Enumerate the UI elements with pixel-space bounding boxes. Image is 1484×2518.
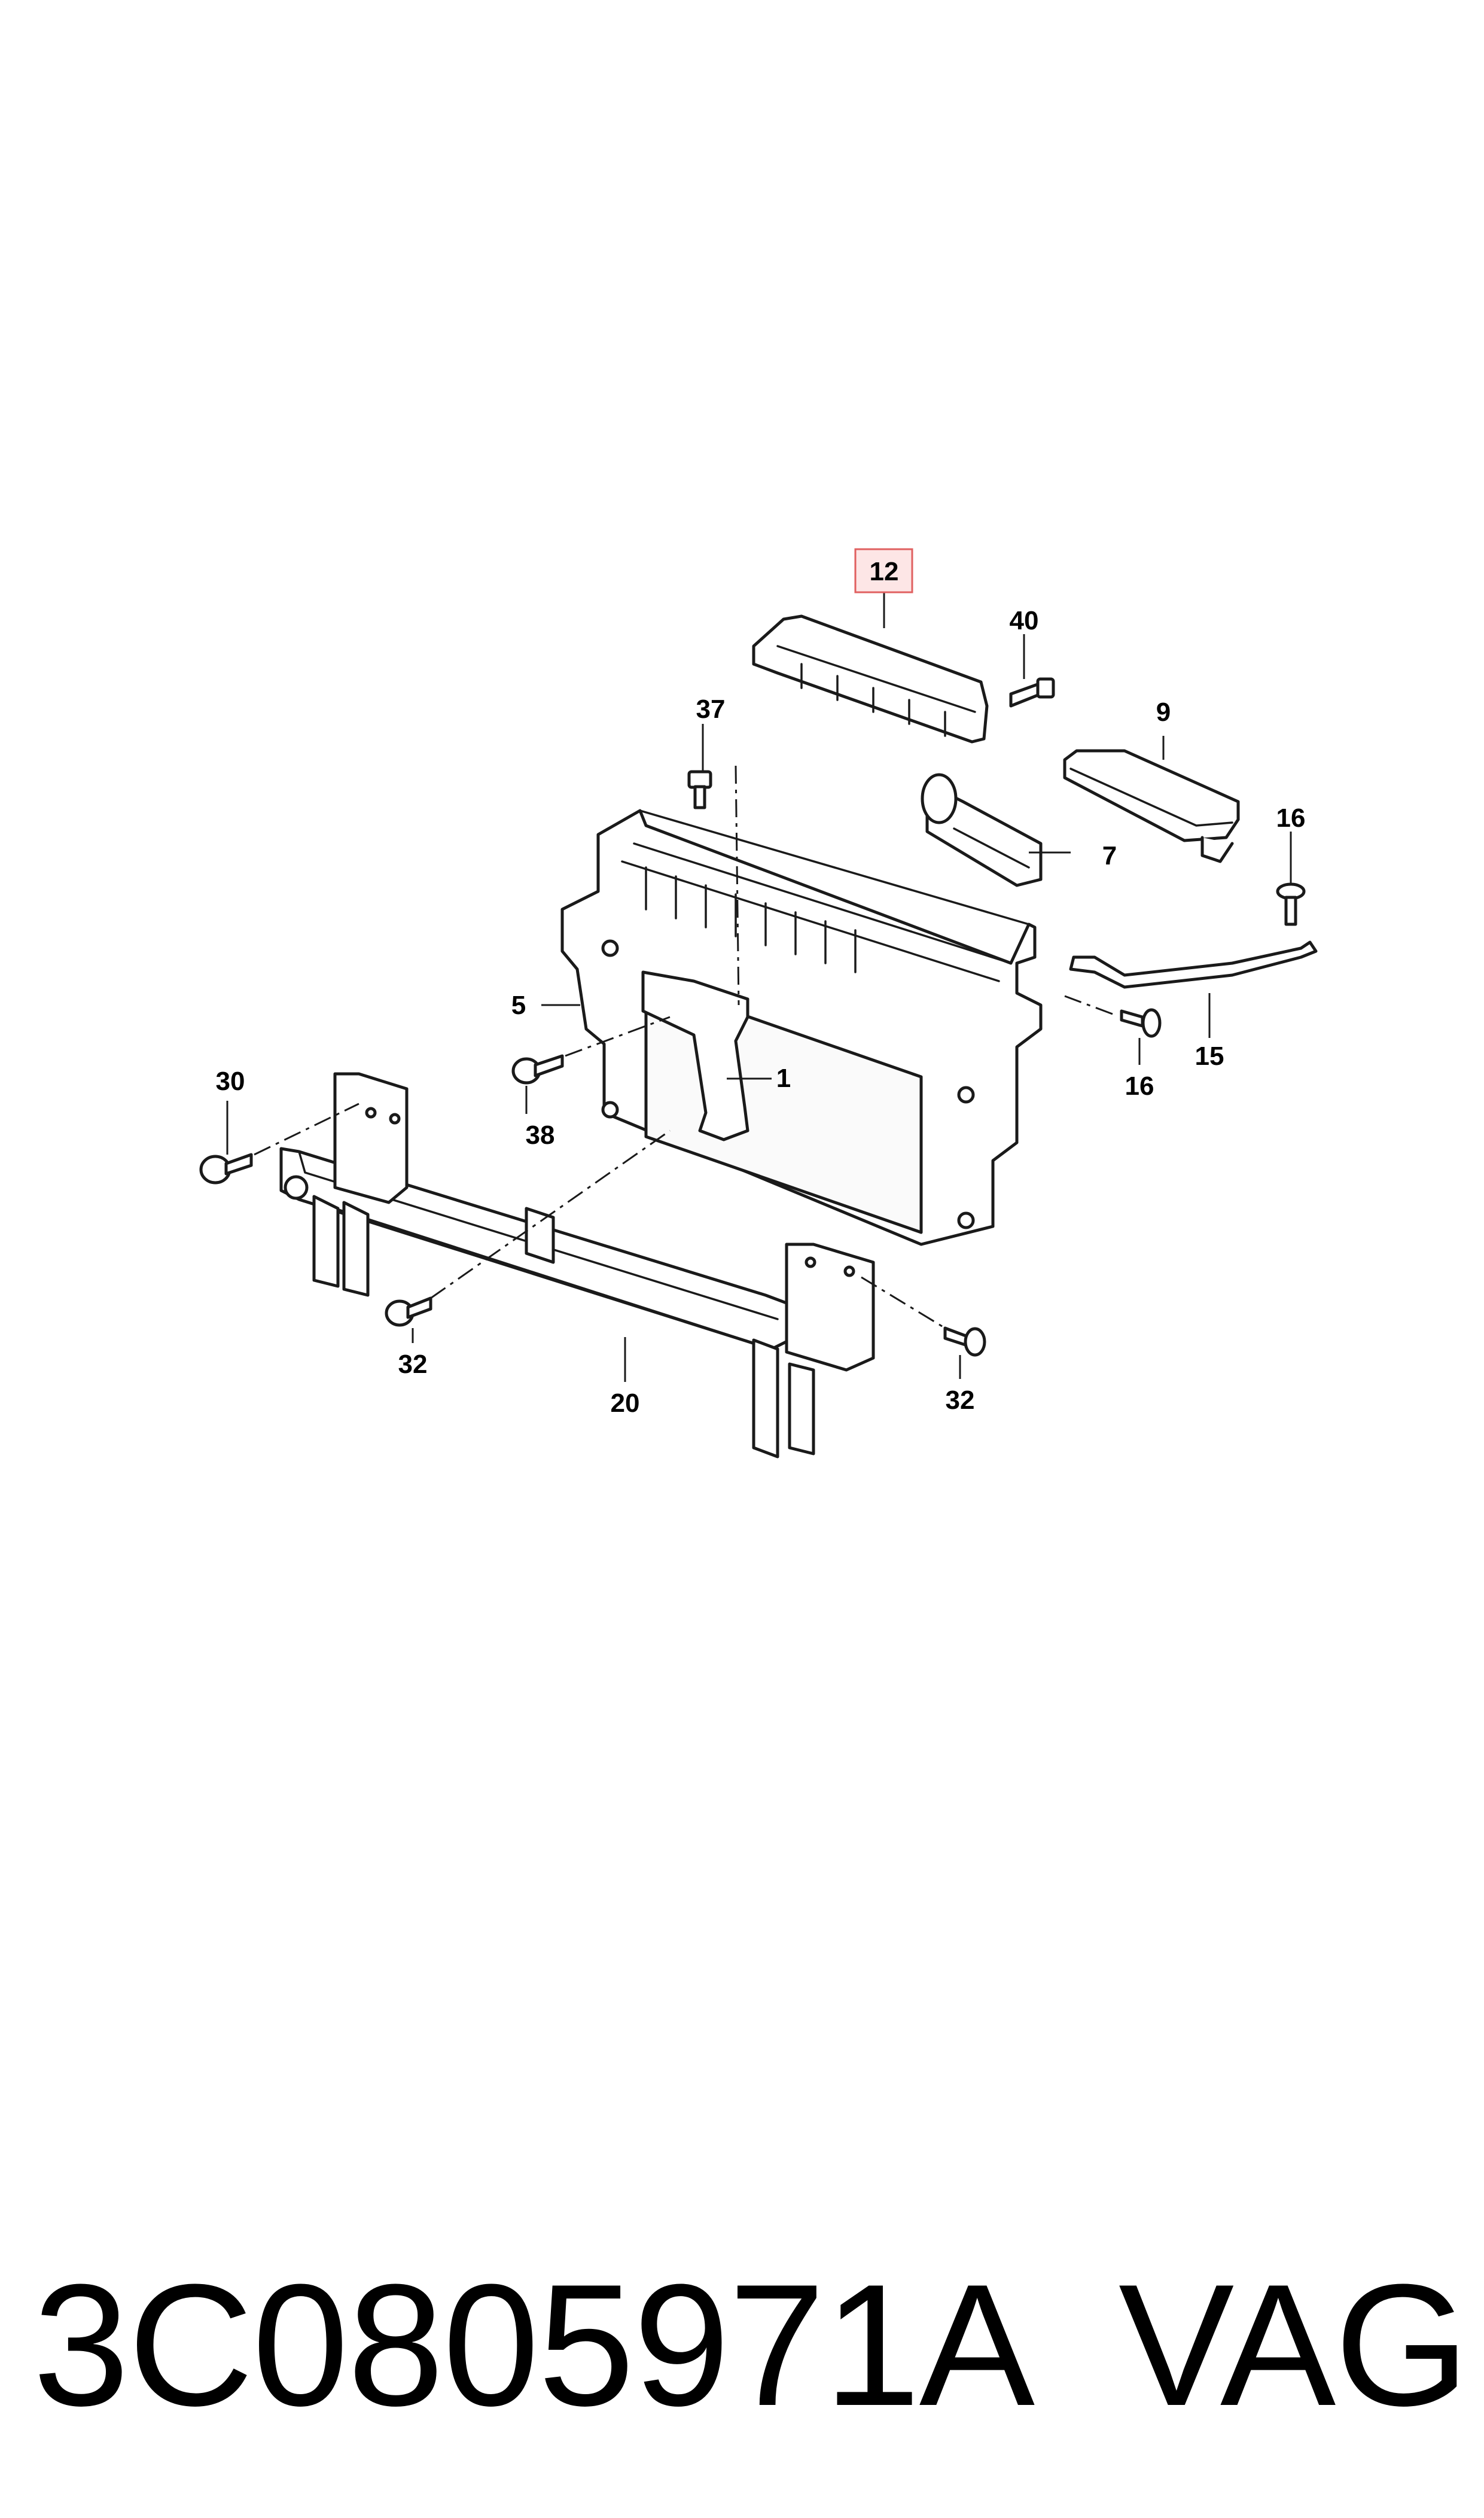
callout-32-left: 32 <box>398 1350 428 1379</box>
callout-37: 37 <box>696 695 726 724</box>
callout-5: 5 <box>511 991 526 1020</box>
callout-16-lower: 16 <box>1125 1071 1154 1101</box>
bumper-beam-part <box>279 1072 875 1459</box>
bolt-37 <box>687 770 712 809</box>
callout-9: 9 <box>1156 698 1171 727</box>
callout-30: 30 <box>216 1067 245 1096</box>
strap-bracket-part <box>1069 940 1318 989</box>
top-cover-part <box>752 614 989 744</box>
callout-20: 20 <box>611 1389 640 1418</box>
callout-1: 1 <box>776 1064 791 1093</box>
bolt-40 <box>1009 677 1055 708</box>
assembly-axes <box>254 765 1113 1329</box>
screw-16-lower <box>1120 1008 1162 1038</box>
caption: 3C0805971A VAG <box>33 2246 1470 2444</box>
callout-40: 40 <box>1010 606 1039 635</box>
bolt-38 <box>511 1054 564 1085</box>
part-number: 3C0805971A <box>33 2248 1035 2442</box>
callout-16-top: 16 <box>1276 803 1306 833</box>
callout-labels: 12 40 37 9 7 16 5 1 30 38 16 15 32 20 32 <box>216 557 1306 1418</box>
bolt-30 <box>199 1153 253 1185</box>
radiator-support-part <box>560 809 1043 1246</box>
leader-lines <box>226 592 1292 1382</box>
callout-15: 15 <box>1195 1042 1224 1071</box>
cover-panel-part <box>1063 749 1240 863</box>
callout-38: 38 <box>526 1121 555 1150</box>
callout-32-right: 32 <box>946 1386 975 1415</box>
callout-7: 7 <box>1102 841 1117 870</box>
bolt-32-left <box>385 1296 432 1327</box>
screw-16-top <box>1276 882 1306 926</box>
brand-name: VAG <box>1119 2248 1470 2442</box>
air-duct-part <box>921 773 1043 887</box>
callout-12: 12 <box>870 557 899 586</box>
bolt-32-right <box>943 1326 986 1357</box>
callout-12-highlight <box>854 548 913 593</box>
